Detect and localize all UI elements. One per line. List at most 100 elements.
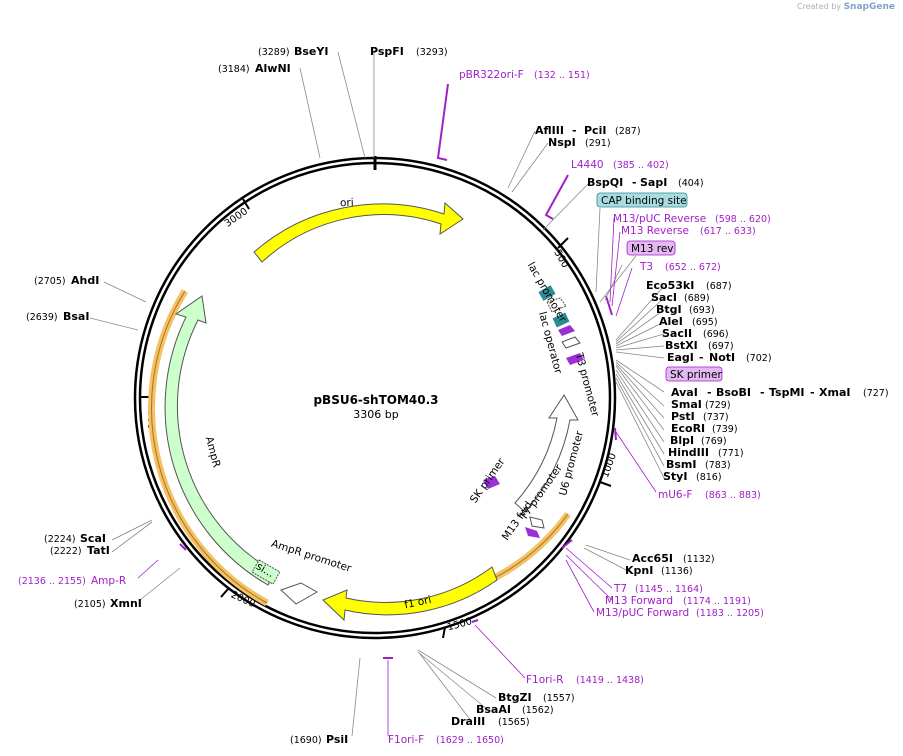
enzyme-pos-btgi: (693) [689,305,715,316]
enzyme-name-sapi[interactable]: SapI [640,176,667,189]
primer-name-t3[interactable]: T3 [639,261,653,273]
enzyme-pos-pspfi: (3293) [416,47,448,58]
enzyme-name-avai[interactable]: AvaI [671,386,698,399]
enzyme-name-styi[interactable]: StyI [663,470,687,483]
brand-prefix: Created by [797,2,842,11]
t7-promoter-box[interactable] [529,516,545,529]
lac-promoter-box-2[interactable] [552,312,570,328]
enzyme-name-btgzi[interactable]: BtgZI [498,691,532,704]
enzyme-name-saci[interactable]: SacI [651,291,677,304]
sk-primer-label: SK primer [670,369,722,381]
primer-mark-pbr322 [436,83,449,161]
enzyme-name-bstxi[interactable]: BstXI [665,339,698,352]
enzyme-name-bsai[interactable]: BsaI [63,310,89,323]
ori-feature[interactable] [253,201,464,263]
primer-range-m13puc-rev: (598 .. 620) [715,214,771,225]
boxed-labels: CAP binding site M13 rev SK primer [596,192,723,382]
ampr-feature[interactable] [164,295,276,586]
enzyme-dash-avai: - [707,386,712,399]
enzyme-name-draiii[interactable]: DraIII [451,715,485,728]
enzyme-name-bseyi[interactable]: BseYI [294,45,328,58]
primer-name-m13puc-rev[interactable]: M13/pUC Reverse [613,213,706,225]
enzyme-pos-bspqi: (404) [678,178,704,189]
primer-name-m13-forward[interactable]: M13 Forward [605,595,673,607]
primer-mark-f1ori-r [471,619,479,623]
lac-operator-box[interactable] [546,297,567,313]
enzyme-name-ahdi[interactable]: AhdI [71,274,99,287]
enzyme-name-tati[interactable]: TatI [87,544,110,557]
enzyme-name-tspmi[interactable]: TspMI [769,386,805,399]
ampr-label: AmpR [203,435,223,468]
u6-promoter-feature[interactable] [514,394,579,513]
enzyme-name-blpi[interactable]: BlpI [670,434,694,447]
enzyme-pos-blpi: (769) [701,436,727,447]
sk-primer-box[interactable] [665,366,723,382]
enzyme-name-smai[interactable]: SmaI [671,398,702,411]
enzyme-name-eagi[interactable]: EagI [667,351,694,364]
enzyme-name-noti[interactable]: NotI [709,351,735,364]
enzyme-dash-bspqi: - [632,176,637,189]
enzyme-pos-bsmi: (783) [705,460,731,471]
enzyme-name-alwni[interactable]: AlwNI [255,62,291,75]
enzyme-name-bspqi[interactable]: BspQI [587,176,623,189]
enzyme-name-bsobi[interactable]: BsoBI [716,386,751,399]
enzyme-pos-tati: (2222) [50,546,82,557]
enzyme-pos-psti: (737) [703,412,729,423]
primer-name-mu6-f[interactable]: mU6-F [658,489,692,501]
primer-name-l4440[interactable]: L4440 [571,159,604,171]
primer-mark-amp-r [179,543,187,551]
sk-primer-inner[interactable] [483,476,500,489]
enzyme-name-kpni[interactable]: KpnI [625,564,653,577]
m13-rev-box[interactable] [626,240,676,256]
enzyme-name-xmai[interactable]: XmaI [819,386,850,399]
enzyme-name-ecori[interactable]: EcoRI [671,422,705,435]
enzyme-name-psti[interactable]: PstI [671,410,695,423]
signal-sequence[interactable] [251,559,281,585]
enzyme-name-bsmi[interactable]: BsmI [666,458,697,471]
enzyme-name-pspfi[interactable]: PspFI [370,45,404,58]
enzyme-pos-bsai: (2639) [26,312,58,323]
primer-range-m13-forward: (1174 .. 1191) [683,596,751,607]
t3-promoter-box[interactable] [561,336,581,349]
enzyme-name-bsaai[interactable]: BsaAI [476,703,511,716]
primer-name-f1ori-r[interactable]: F1ori-R [526,674,563,686]
primer-name-amp-r[interactable]: Amp-R [91,575,126,587]
primer-name-f1ori-f[interactable]: F1ori-F [388,734,424,746]
enzyme-name-scai[interactable]: ScaI [80,532,106,545]
enzyme-name-pcii[interactable]: PciI [584,124,606,137]
primer-range-f1ori-f: (1629 .. 1650) [436,735,504,746]
enzyme-name-sacii[interactable]: SacII [662,327,692,340]
brand-name: SnapGene [843,2,895,12]
enzyme-pos-bseyi: (3289) [258,47,290,58]
enzyme-pos-eagi: (702) [746,353,772,364]
f1-ori-feature[interactable] [322,566,498,622]
primer-name-t7[interactable]: T7 [613,583,627,595]
enzyme-pos-afliii: (287) [615,126,641,137]
lac-promoter-box[interactable] [538,285,556,301]
enzyme-name-hindiii[interactable]: HindIII [668,446,709,459]
m13-rev-feature[interactable] [558,325,575,336]
enzyme-name-acc65i[interactable]: Acc65I [632,552,673,565]
sk-primer-feature[interactable] [566,353,584,365]
enzyme-name-xmni[interactable]: XmnI [110,597,142,610]
cap-binding-site-box[interactable] [596,192,688,208]
primer-range-m13puc-forward: (1183 .. 1205) [696,608,764,619]
primer-name-m13-reverse[interactable]: M13 Reverse [621,225,689,237]
tick-500: 500 [551,248,570,270]
ampr-promoter-feature[interactable] [280,582,319,605]
enzyme-name-psii[interactable]: PsiI [326,733,348,746]
primer-name-m13puc-forward[interactable]: M13/pUC Forward [596,607,689,619]
enzyme-name-eco53ki[interactable]: Eco53kI [646,279,694,292]
primer-mark-mu6 [614,427,617,441]
tick-mark-3000 [242,198,250,210]
m13-fwd-feature[interactable] [525,527,540,538]
enzyme-name-afliii[interactable]: AflIII [535,124,564,137]
primer-name-pbr322ori-f[interactable]: pBR322ori-F [459,69,524,81]
enzyme-name-btgi[interactable]: BtgI [656,303,682,316]
enzyme-name-alei[interactable]: AleI [659,315,683,328]
primer-mark-m13puc-rev [605,295,613,316]
enzyme-name-nspi[interactable]: NspI [548,136,576,149]
enzyme-pos-kpni: (1136) [661,566,693,577]
leader-lines [89,51,665,737]
